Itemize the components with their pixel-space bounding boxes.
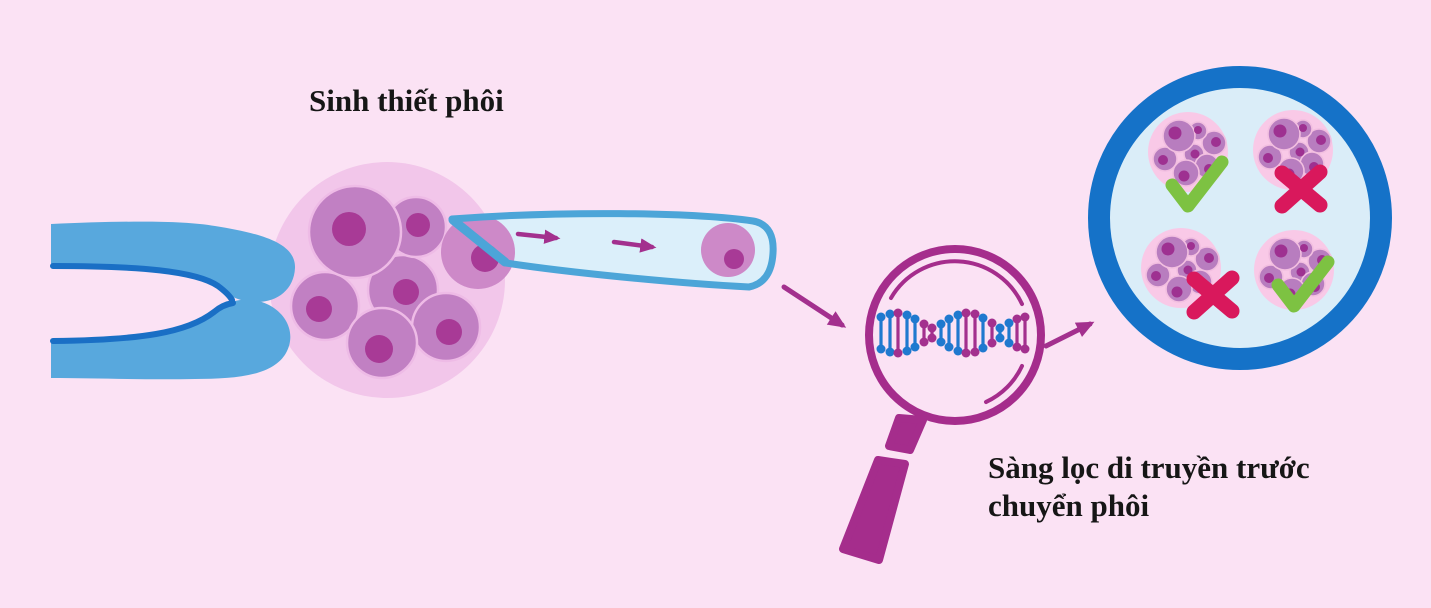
cross-icon — [1274, 164, 1328, 214]
label-genetic-screening: Sàng lọc di truyền trước chuyển phôi — [988, 449, 1310, 525]
cell — [289, 270, 361, 342]
biopsied-cell — [441, 215, 515, 289]
dna-magnifier-icon — [839, 245, 1045, 564]
cell — [345, 306, 419, 380]
cell-in-pipette — [701, 223, 755, 277]
suction-arrow-icon — [611, 238, 657, 253]
check-icon — [1271, 255, 1335, 313]
biopsy-pipette-icon — [441, 210, 777, 291]
label-genetic-screening-line2: chuyển phôi — [988, 488, 1150, 523]
cell — [307, 184, 403, 280]
label-embryo-biopsy: Sinh thiết phôi — [309, 83, 504, 118]
suction-arrow-icon — [515, 229, 561, 244]
label-genetic-screening-line1: Sàng lọc di truyền trước — [988, 450, 1310, 485]
lens-ring — [865, 245, 1045, 425]
dna-icon — [876, 308, 1030, 358]
embryo-icon — [289, 184, 482, 380]
cross-icon — [1186, 270, 1240, 320]
cell — [410, 291, 482, 363]
petri-dish-icon — [1088, 66, 1392, 370]
holding-pipette-icon — [50, 221, 296, 380]
dish-ring — [1088, 66, 1392, 370]
pipette-mouth — [448, 215, 510, 267]
magnifier-handle — [839, 414, 927, 564]
check-icon — [1165, 155, 1229, 213]
arrow-icon — [1043, 321, 1095, 349]
arrow-icon — [781, 284, 847, 328]
